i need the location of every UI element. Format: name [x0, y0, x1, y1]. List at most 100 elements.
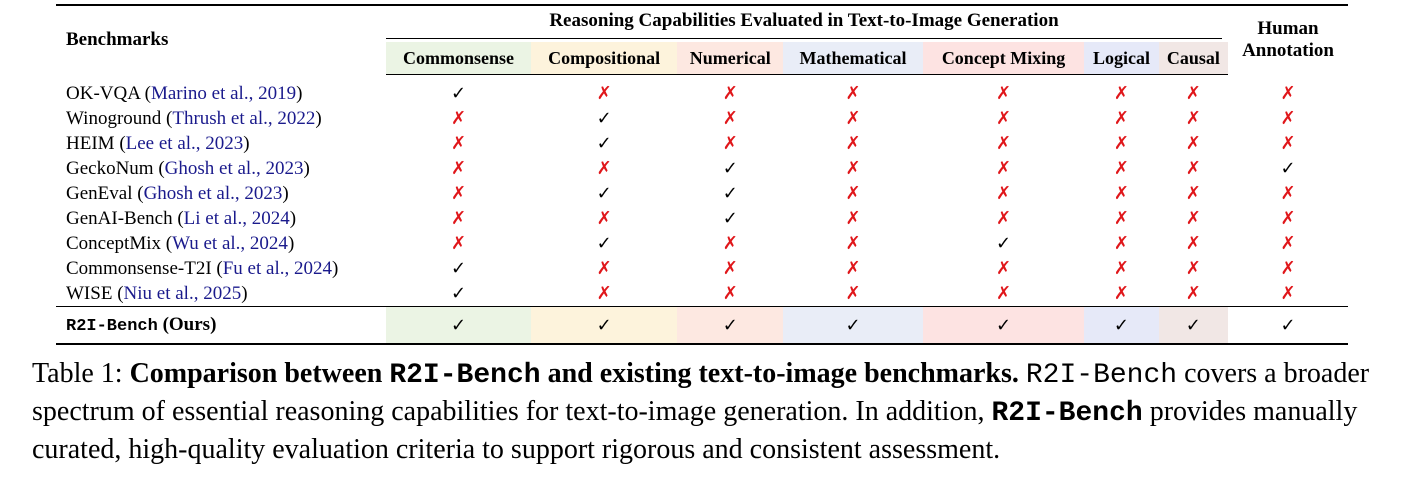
- check-mark-icon: ✓: [450, 314, 467, 336]
- check-mark-icon: ✓: [996, 314, 1012, 336]
- table-cell: ✗: [1228, 281, 1348, 307]
- cross-mark-icon: ✗: [845, 108, 861, 129]
- cross-mark-icon: ✗: [722, 283, 738, 304]
- benchmark-name: OK-VQA: [66, 82, 140, 104]
- capability-header: Compositional: [531, 42, 678, 75]
- check-mark-icon: ✓: [722, 208, 738, 229]
- table-cell: ✗: [1084, 256, 1158, 281]
- cross-mark-icon: ✗: [1280, 108, 1296, 129]
- cross-mark-icon: ✗: [450, 158, 467, 179]
- check-mark-icon: ✓: [596, 233, 612, 254]
- table-row: Winoground (Thrush et al., 2022)✗✓✗✗✗✗✗✗: [56, 106, 1348, 131]
- cross-mark-icon: ✗: [845, 158, 861, 179]
- cross-mark-icon: ✗: [1185, 183, 1201, 204]
- table-cell: ✗: [923, 206, 1084, 231]
- table-cell: ✗: [923, 281, 1084, 307]
- check-mark-icon: ✓: [1280, 158, 1296, 179]
- cross-mark-icon: ✗: [1113, 133, 1129, 154]
- cross-mark-icon: ✗: [996, 183, 1012, 204]
- table-cell: ✗: [677, 256, 783, 281]
- benchmark-name-cell: Commonsense-T2I (Fu et al., 2024): [66, 258, 339, 279]
- cross-mark-icon: ✗: [845, 208, 861, 229]
- table-cell: ✗: [1159, 231, 1228, 256]
- citation-link[interactable]: Li et al., 2024: [183, 208, 290, 229]
- cross-mark-icon: ✗: [845, 83, 861, 104]
- citation-link[interactable]: Niu et al., 2025: [123, 283, 242, 304]
- table-cell: ✗: [1159, 156, 1228, 181]
- cross-mark-icon: ✗: [596, 283, 612, 304]
- table-cell: ✗: [386, 131, 531, 156]
- benchmark-name-cell: Winoground (Thrush et al., 2022): [66, 108, 322, 129]
- table-cell: ✗: [1228, 256, 1348, 281]
- table-cell: ✓: [1228, 156, 1348, 181]
- human-line2: Annotation: [1242, 40, 1334, 62]
- benchmark-name-cell: WISE (Niu et al., 2025): [66, 283, 248, 304]
- table-cell: ✗: [1084, 131, 1158, 156]
- cross-mark-icon: ✗: [1185, 83, 1201, 104]
- cross-mark-icon: ✗: [1185, 133, 1201, 154]
- citation-link[interactable]: Fu et al., 2024: [222, 258, 332, 279]
- table-cell: ✗: [1159, 281, 1228, 307]
- caption-bold-b: and existing text-to-image benchmarks.: [547, 358, 1019, 389]
- capability-header: Causal: [1158, 42, 1228, 75]
- cross-mark-icon: ✗: [1113, 83, 1129, 104]
- table-cell: ✗: [1159, 106, 1228, 131]
- check-mark-icon: ✓: [722, 158, 738, 179]
- table-cell: ✗: [783, 281, 923, 307]
- benchmark-name-cell: GeckoNum (Ghosh et al., 2023): [66, 158, 310, 179]
- citation-link[interactable]: Wu et al., 2024: [172, 233, 288, 254]
- capability-header: Commonsense: [386, 42, 531, 75]
- header-row-1: Benchmarks Reasoning Capabilities Evalua…: [56, 4, 1348, 75]
- capability-header: Numerical: [677, 42, 784, 75]
- table-body: OK-VQA (Marino et al., 2019)✓✗✗✗✗✗✗✗Wino…: [56, 75, 1348, 345]
- group-title-text: Reasoning Capabilities Evaluated in Text…: [386, 10, 1222, 39]
- table-cell: ✗: [1228, 106, 1348, 131]
- table-cell: ✗: [531, 281, 677, 307]
- ours-name-cell: R2I-Bench (Ours): [56, 306, 386, 345]
- benchmark-name-cell: HEIM (Lee et al., 2023): [66, 133, 250, 154]
- cross-mark-icon: ✗: [996, 208, 1012, 229]
- cross-mark-icon: ✗: [450, 108, 467, 129]
- table-cell: ✗: [677, 75, 783, 107]
- table-row: HEIM (Lee et al., 2023)✗✓✗✗✗✗✗✗: [56, 131, 1348, 156]
- ours-row: R2I-Bench (Ours)✓✓✓✓✓✓✓✓: [56, 306, 1348, 345]
- header-benchmarks: Benchmarks: [56, 4, 386, 75]
- cross-mark-icon: ✗: [596, 208, 612, 229]
- table-cell: ✗: [923, 131, 1084, 156]
- citation-link[interactable]: Marino et al., 2019: [150, 82, 297, 104]
- table-cell: ✗: [677, 281, 783, 307]
- cross-mark-icon: ✗: [996, 258, 1012, 279]
- check-mark-icon: ✓: [450, 83, 467, 104]
- ours-suffix: (Ours): [157, 313, 217, 335]
- table-row: ConceptMix (Wu et al., 2024)✗✓✗✗✓✗✗✗: [56, 231, 1348, 256]
- table-cell: ✗: [531, 75, 677, 107]
- citation-link[interactable]: Ghosh et al., 2023: [143, 183, 283, 204]
- benchmark-name: GeckoNum: [66, 158, 154, 179]
- cross-mark-icon: ✗: [996, 133, 1012, 154]
- caption-mono-2: R2I-Bench: [1025, 360, 1178, 391]
- cross-mark-icon: ✗: [722, 133, 738, 154]
- cross-mark-icon: ✗: [1113, 233, 1129, 254]
- citation-link[interactable]: Lee et al., 2023: [125, 133, 244, 154]
- cross-mark-icon: ✗: [1113, 258, 1129, 279]
- table-cell: ✓: [1158, 306, 1228, 345]
- cross-mark-icon: ✗: [596, 158, 612, 179]
- table-cell: ✓: [386, 75, 531, 107]
- benchmark-name: HEIM: [66, 133, 115, 154]
- table-cell: ✗: [531, 256, 677, 281]
- cross-mark-icon: ✗: [1113, 108, 1129, 129]
- cross-mark-icon: ✗: [996, 83, 1012, 104]
- citation-link[interactable]: Ghosh et al., 2023: [164, 158, 304, 179]
- cross-mark-icon: ✗: [722, 233, 738, 254]
- table-cell: ✗: [677, 131, 783, 156]
- citation-link[interactable]: Thrush et al., 2022: [172, 108, 316, 129]
- check-mark-icon: ✓: [450, 258, 467, 279]
- header-group-title: Reasoning Capabilities Evaluated in Text…: [386, 4, 1228, 42]
- table-row: GenEval (Ghosh et al., 2023)✗✓✓✗✗✗✗✗: [56, 181, 1348, 206]
- table-cell: ✗: [1084, 106, 1158, 131]
- table-cell: ✗: [923, 156, 1084, 181]
- benchmark-name: Commonsense-T2I: [66, 258, 212, 279]
- cross-mark-icon: ✗: [1185, 233, 1201, 254]
- table-cell: ✓: [531, 131, 677, 156]
